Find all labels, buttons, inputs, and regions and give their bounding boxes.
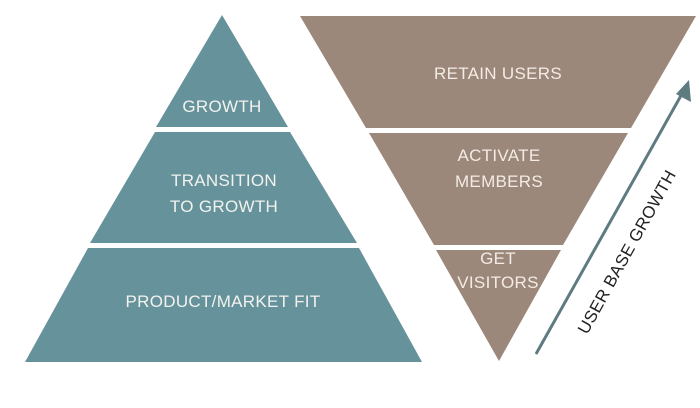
funnel-level-retain-users xyxy=(300,16,696,128)
pyramid-label-growth: GROWTH xyxy=(182,94,261,120)
pyramid-label-product-market-fit: PRODUCT/MARKET FIT xyxy=(126,289,321,315)
funnel-label-get-visitors: GET VISITORS xyxy=(457,247,538,295)
pyramid-level-transition xyxy=(90,132,357,243)
funnel-label-retain-users: RETAIN USERS xyxy=(434,61,562,87)
label-line: GET xyxy=(480,249,516,268)
label-line: PRODUCT/MARKET FIT xyxy=(125,292,321,311)
label-line: GROWTH xyxy=(182,97,262,116)
label-line: VISITORS xyxy=(457,273,539,292)
arrow-up-right-icon xyxy=(534,80,691,355)
pyramid-level-product-market-fit xyxy=(25,248,422,362)
funnel-level-activate-members xyxy=(369,133,628,245)
label-line: RETAIN USERS xyxy=(434,64,562,83)
label-line: TO GROWTH xyxy=(169,197,279,216)
label-line: TRANSITION xyxy=(171,171,277,190)
label-line: MEMBERS xyxy=(454,172,544,191)
pyramid-level-growth xyxy=(156,15,288,127)
funnel-label-activate-members: ACTIVATE MEMBERS xyxy=(455,143,543,195)
pyramid-label-transition: TRANSITION TO GROWTH xyxy=(170,168,278,220)
funnel-level-get-visitors xyxy=(436,250,561,361)
label-line: ACTIVATE xyxy=(457,146,541,165)
